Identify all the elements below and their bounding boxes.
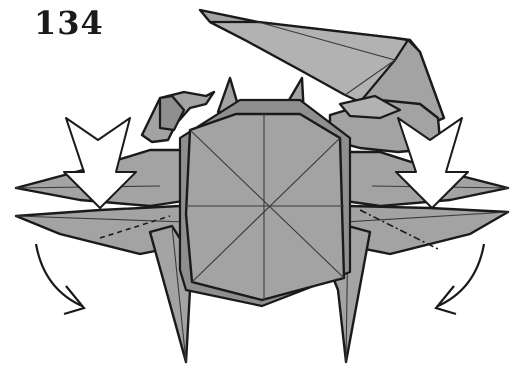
crab-body bbox=[180, 100, 350, 306]
curved-fold-arrow-right bbox=[436, 244, 484, 314]
curved-fold-arrow-left bbox=[36, 244, 84, 314]
